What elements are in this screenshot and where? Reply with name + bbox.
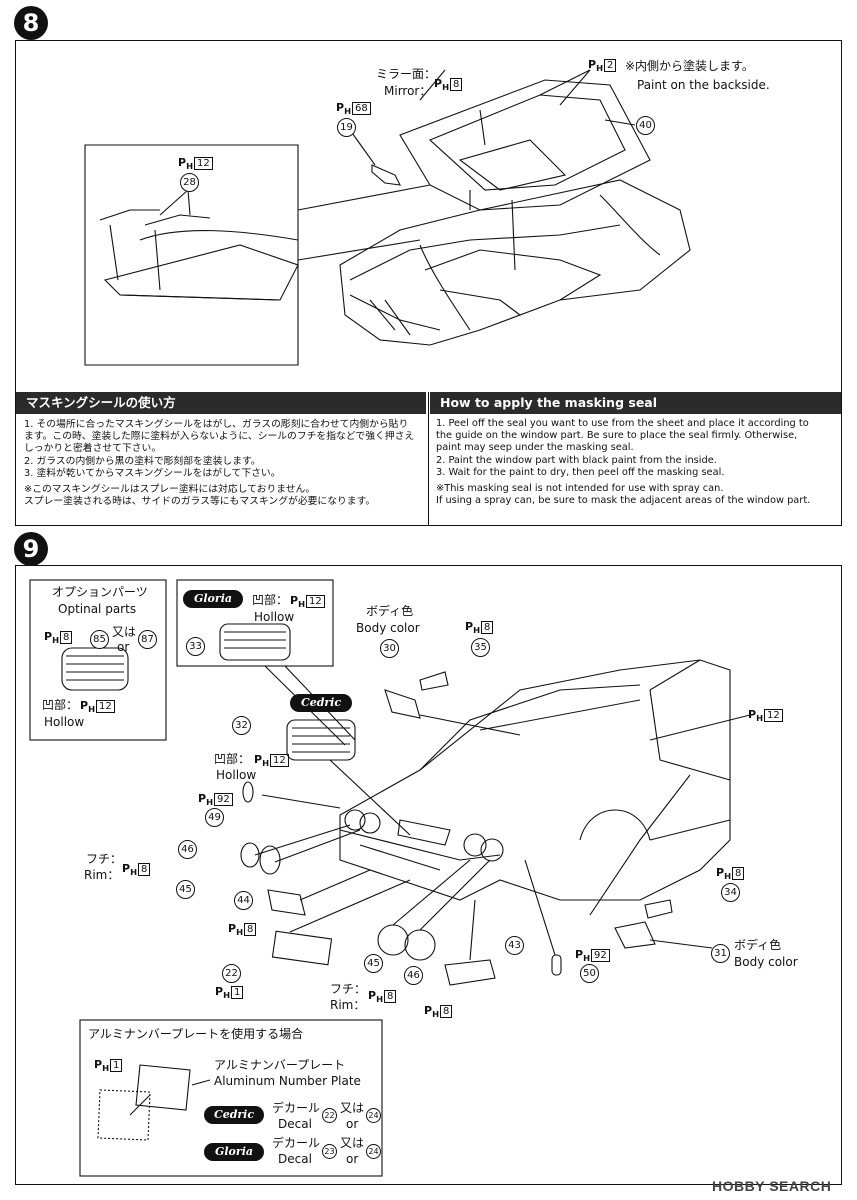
- masking-title-jp: マスキングシールの使い方: [16, 392, 426, 414]
- part-19: 19: [337, 118, 356, 137]
- body-color-jp-31: ボディ色: [734, 938, 782, 952]
- gloria-logo-decal: Gloria: [204, 1143, 264, 1161]
- decal-jp-gloria: デカール: [272, 1136, 321, 1150]
- masking-instructions-en: 1. Peel off the seal you want to use fro…: [436, 418, 811, 507]
- step-9-frame: [15, 565, 842, 1185]
- part-45b: 45: [364, 954, 383, 973]
- backside-note-en: Paint on the backside.: [637, 78, 770, 92]
- aluminum-case-title: アルミナンバープレートを使用する場合: [88, 1027, 304, 1041]
- part-22: 22: [222, 964, 241, 983]
- hollow-en-option: Hollow: [44, 715, 85, 729]
- or-jp-85: 又は: [112, 625, 137, 639]
- hollow-jp-option: 凹部：: [42, 698, 79, 712]
- mirror-label-en: Mirror：: [384, 84, 432, 98]
- part-46b: 46: [404, 966, 423, 985]
- rim-jp: フチ：: [86, 852, 123, 866]
- step-8-badge: 8: [14, 6, 48, 40]
- backside-note-jp: ※内側から塗装します。: [625, 59, 754, 73]
- or-en-85: or: [117, 640, 130, 654]
- part-49: 49: [205, 808, 224, 827]
- hollow-en-cedric: Hollow: [216, 768, 257, 782]
- step-9-badge: 9: [14, 532, 48, 566]
- body-color-en-30: Body color: [356, 621, 420, 635]
- hollow-jp-cedric: 凹部：: [214, 752, 251, 766]
- part-23-decal: 23: [322, 1144, 337, 1159]
- part-24-decal: 24: [366, 1108, 381, 1123]
- part-50: 50: [580, 964, 599, 983]
- aluminum-plate-jp: アルミナンバープレート: [214, 1058, 346, 1072]
- aluminum-plate-en: Aluminum Number Plate: [214, 1074, 361, 1088]
- gloria-logo: Gloria: [183, 590, 243, 608]
- or-en-gloria: or: [346, 1152, 359, 1166]
- hobby-search-watermark: HOBBY SEARCH: [712, 1178, 832, 1194]
- option-parts-en: Optinal parts: [58, 602, 137, 616]
- mirror-label-jp: ミラー面：: [376, 67, 437, 81]
- part-46: 46: [178, 840, 197, 859]
- part-35: 35: [471, 638, 490, 657]
- part-22-decal: 22: [322, 1108, 337, 1123]
- part-87: 87: [138, 630, 157, 649]
- or-en-cedric: or: [346, 1117, 359, 1131]
- part-32: 32: [232, 716, 251, 735]
- rim-jp-2: フチ：: [330, 982, 367, 996]
- masking-instructions-jp: 1. その場所に合ったマスキングシールをはがし、ガラスの彫刻に合わせて内側から貼…: [24, 419, 415, 508]
- part-31: 31: [711, 944, 730, 963]
- or-jp-cedric: 又は: [340, 1101, 365, 1115]
- rim-en-2: Rim：: [330, 998, 366, 1012]
- masking-divider: [428, 392, 429, 525]
- cedric-logo-decal: Cedric: [204, 1106, 264, 1124]
- part-85: 85: [90, 630, 109, 649]
- part-30: 30: [380, 639, 399, 658]
- hollow-jp-gloria: 凹部：: [252, 593, 289, 607]
- part-28: 28: [180, 173, 199, 192]
- rim-en: Rim：: [84, 868, 120, 882]
- decal-jp-cedric: デカール: [272, 1101, 321, 1115]
- body-color-jp-30: ボディ色: [366, 604, 414, 618]
- step-8-frame: [15, 40, 842, 526]
- decal-en-cedric: Decal: [278, 1117, 312, 1131]
- cedric-logo: Cedric: [290, 694, 352, 712]
- part-44: 44: [234, 891, 253, 910]
- masking-title-en: How to apply the masking seal: [430, 392, 841, 414]
- part-33: 33: [186, 637, 205, 656]
- part-43: 43: [505, 936, 524, 955]
- part-45: 45: [176, 880, 195, 899]
- part-40: 40: [636, 116, 655, 135]
- option-parts-jp: オプションパーツ: [52, 585, 148, 599]
- part-24b-decal: 24: [366, 1144, 381, 1159]
- part-34: 34: [721, 883, 740, 902]
- body-color-en-31: Body color: [734, 955, 798, 969]
- decal-en-gloria: Decal: [278, 1152, 312, 1166]
- or-jp-gloria: 又は: [340, 1136, 365, 1150]
- hollow-en-gloria: Hollow: [254, 610, 295, 624]
